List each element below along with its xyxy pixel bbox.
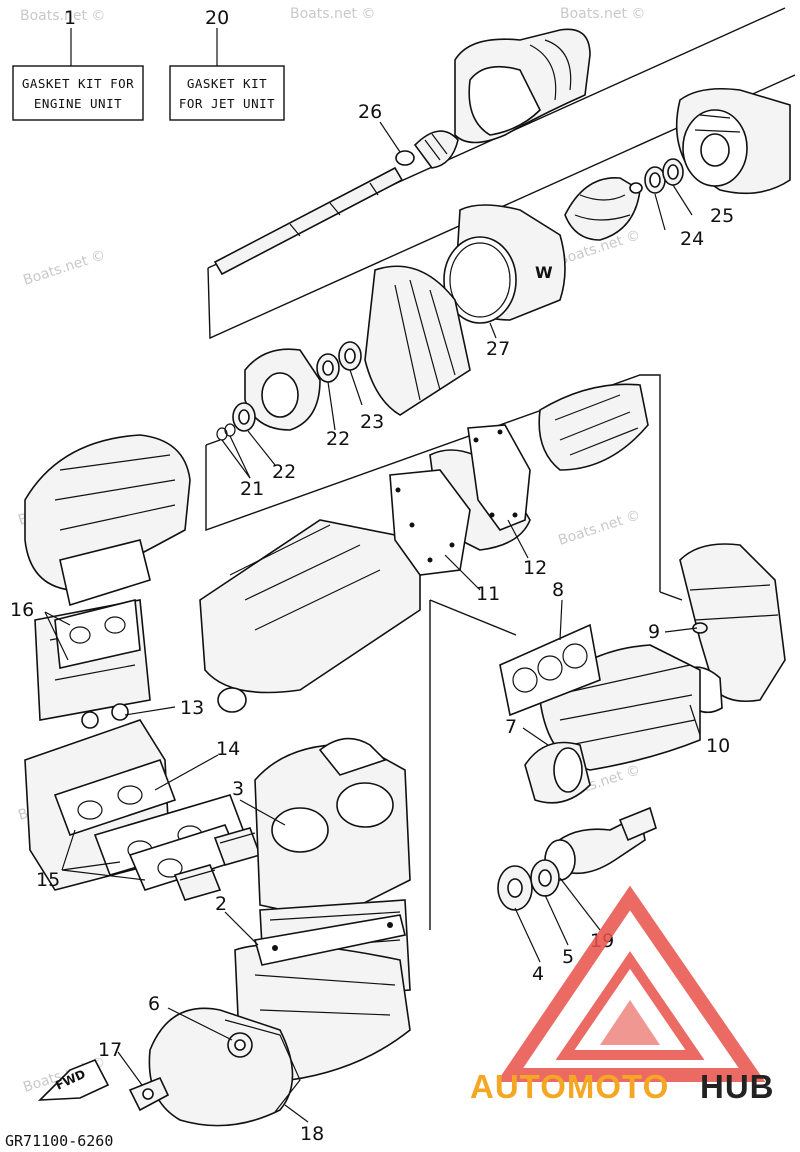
callout-number: 18 [300, 1123, 324, 1145]
callout-number: 12 [523, 557, 547, 579]
callout-number: 3 [232, 778, 244, 800]
callout-number: 20 [205, 7, 229, 29]
callout-number: 23 [360, 411, 384, 433]
callout-number: 5 [562, 946, 574, 968]
callout-number: 25 [710, 205, 734, 227]
callout-number: 24 [680, 228, 704, 250]
callout-number: 9 [648, 621, 660, 643]
diagram-code: GR71100-6260 [5, 1132, 113, 1150]
callout-number: 6 [148, 993, 160, 1015]
impeller [564, 177, 643, 241]
kit-label-line2: ENGINE UNIT [34, 96, 122, 111]
callout-number: 15 [36, 869, 60, 891]
fitting-17 [128, 1076, 170, 1112]
intake-manifold [24, 719, 247, 891]
watermark: Boats.net © [556, 507, 642, 549]
reed-valves [173, 827, 262, 901]
seals-24-25 [644, 158, 684, 194]
jet-pump-housing: W [443, 204, 566, 324]
callout-number: 21 [240, 478, 264, 500]
callout-number: 16 [10, 599, 34, 621]
callout-number: 2 [215, 893, 227, 915]
seals-22-23 [216, 341, 362, 441]
svg-text:W: W [535, 263, 553, 282]
callout-number: 26 [358, 101, 382, 123]
upper-exhaust-manifold [24, 434, 191, 729]
brand-name-part2: HUB [700, 1068, 775, 1105]
callout-number: 11 [476, 583, 500, 605]
watermark: Boats.net © [21, 247, 107, 289]
callout-number: 7 [505, 716, 517, 738]
callout-number: 4 [532, 963, 544, 985]
exhaust-manifold [499, 623, 701, 771]
kit-label-line1: GASKET KIT [187, 76, 267, 91]
engine-kit-label: 1 GASKET KIT FOR ENGINE UNIT [12, 7, 144, 121]
jet-kit-label: 20 GASKET KIT FOR JET UNIT [169, 7, 285, 121]
watermark: Boats.net © [290, 6, 375, 22]
exhaust-pipe-end [524, 741, 591, 804]
callout-number: 22 [326, 428, 350, 450]
watermark: Boats.net © [20, 8, 105, 24]
drive-shaft [213, 130, 459, 276]
flywheel-cover [148, 1007, 301, 1127]
callout-number: 8 [552, 579, 564, 601]
impeller-housing [454, 28, 591, 144]
nozzle-cone [364, 265, 471, 416]
automotohub-logo [496, 885, 766, 1082]
callout-number: 1 [64, 7, 76, 29]
coupler-shaft [497, 806, 657, 911]
jet-housing-right [675, 87, 791, 195]
exhaust-chamber [389, 383, 649, 576]
watermark: Boats.net © [560, 6, 645, 22]
exhaust-muffler [199, 519, 421, 713]
callout-lines [44, 121, 701, 1123]
callout-number: 22 [272, 461, 296, 483]
callout-number: 10 [706, 735, 730, 757]
gasket-16 [54, 598, 141, 669]
callout-number: 17 [98, 1039, 122, 1061]
callout-number: 13 [180, 697, 204, 719]
kit-label-line2: FOR JET UNIT [179, 96, 275, 111]
brand-name-part1: AUTOMOTO [470, 1068, 669, 1105]
kit-label-line1: GASKET KIT FOR [22, 76, 134, 91]
callout-number: 14 [216, 738, 240, 760]
callout-number: 27 [486, 338, 510, 360]
brand-wordmark: AUTOMOTO HUB [470, 1068, 775, 1105]
gasket-2 [253, 914, 406, 966]
